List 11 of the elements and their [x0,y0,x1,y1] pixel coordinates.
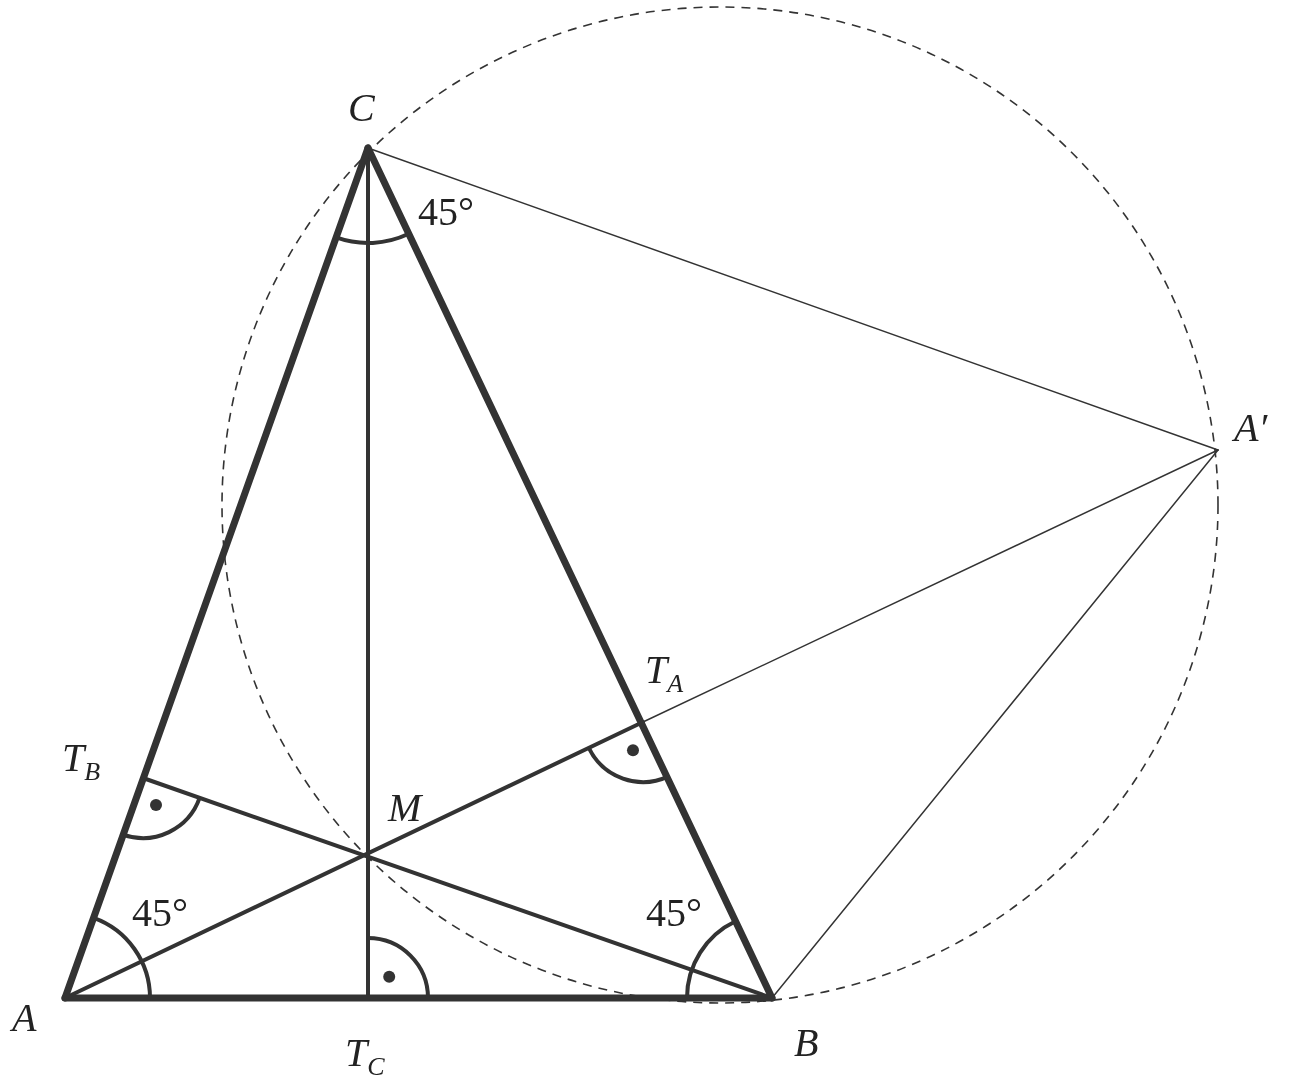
angle-label: 45° [646,893,702,933]
angle-label: 45° [132,893,188,933]
point-label: C [348,88,375,128]
point-label: B [794,1023,819,1063]
point-label: A′ [1234,408,1268,448]
point-label: T$_{A}$ [645,650,684,697]
point-label: T$_{B}$ [62,738,101,785]
point-label: T$_{C}$ [345,1033,385,1080]
point-label: M [388,788,422,828]
angle-label: 45° [418,192,474,232]
point-label: A [12,998,37,1038]
